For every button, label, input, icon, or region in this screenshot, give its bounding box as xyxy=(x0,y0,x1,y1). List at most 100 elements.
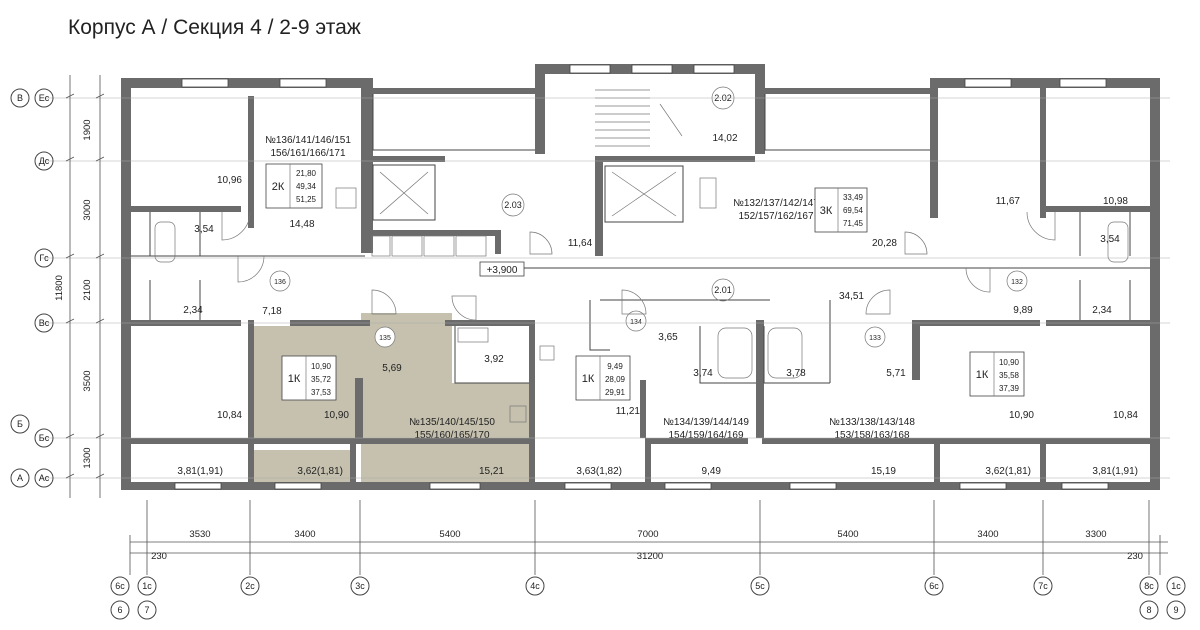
svg-text:51,25: 51,25 xyxy=(296,195,317,204)
room-tag-2-03: 2.03 xyxy=(501,193,525,217)
svg-text:2100: 2100 xyxy=(82,279,93,300)
svg-text:3,54: 3,54 xyxy=(194,224,214,235)
svg-text:3,92: 3,92 xyxy=(484,354,504,365)
highlighted-apartment-fill xyxy=(253,313,529,484)
svg-text:11,67: 11,67 xyxy=(996,196,1021,207)
svg-text:3,81(1,91): 3,81(1,91) xyxy=(1092,466,1138,477)
svg-text:10,98: 10,98 xyxy=(1103,196,1128,207)
svg-text:5,71: 5,71 xyxy=(886,368,906,379)
svg-text:1с: 1с xyxy=(142,581,152,591)
svg-text:4с: 4с xyxy=(530,581,540,591)
svg-text:7: 7 xyxy=(144,605,149,615)
level-mark: +3,900 xyxy=(479,261,525,277)
room-tag-2-01: 2.01 xyxy=(711,278,735,302)
svg-text:№133/138/143/148: №133/138/143/148 xyxy=(829,417,915,428)
svg-text:15,21: 15,21 xyxy=(479,466,504,477)
col-axis-4c: 4с xyxy=(525,576,545,596)
svg-text:1К: 1К xyxy=(288,373,301,385)
room-tag-136: 136 xyxy=(269,270,291,292)
svg-text:155/160/165/170: 155/160/165/170 xyxy=(414,430,490,441)
svg-text:3,78: 3,78 xyxy=(786,368,806,379)
svg-text:10,90: 10,90 xyxy=(311,362,332,371)
svg-text:2К: 2К xyxy=(272,181,285,193)
svg-text:9,49: 9,49 xyxy=(702,466,722,477)
svg-text:9,89: 9,89 xyxy=(1013,305,1033,316)
svg-text:5с: 5с xyxy=(755,581,765,591)
row-axis-ds: Дс xyxy=(34,151,54,171)
bottom-dimension-chain: 3530 3400 5400 7000 5400 3400 3300 31200… xyxy=(129,500,1168,575)
svg-text:5400: 5400 xyxy=(439,529,460,540)
svg-text:Гс: Гс xyxy=(39,253,49,263)
svg-text:34,51: 34,51 xyxy=(839,291,864,302)
svg-text:3,54: 3,54 xyxy=(1100,234,1120,245)
svg-text:3с: 3с xyxy=(355,581,365,591)
svg-text:Б: Б xyxy=(17,419,23,429)
svg-text:10,84: 10,84 xyxy=(1113,410,1138,421)
exterior-walls xyxy=(121,64,1160,490)
apartment-133-label: 1К 10,90 35,58 37,39 №133/138/143/148 15… xyxy=(829,351,1025,441)
svg-text:135: 135 xyxy=(379,335,391,342)
col-axis-1c-left: 1с xyxy=(137,576,157,596)
svg-text:154/159/164/169: 154/159/164/169 xyxy=(668,430,744,441)
svg-text:156/161/166/171: 156/161/166/171 xyxy=(270,148,346,159)
svg-text:21,80: 21,80 xyxy=(296,169,317,178)
svg-text:10,96: 10,96 xyxy=(217,175,242,186)
svg-text:69,54: 69,54 xyxy=(843,206,864,215)
col-axis-5c: 5с xyxy=(750,576,770,596)
svg-text:Бс: Бс xyxy=(39,433,50,443)
svg-text:А: А xyxy=(17,473,23,483)
partitions xyxy=(131,94,1150,384)
svg-text:3,62(1,81): 3,62(1,81) xyxy=(297,466,343,477)
svg-text:6с: 6с xyxy=(115,581,125,591)
svg-text:37,53: 37,53 xyxy=(311,388,332,397)
row-axis-vs: Вс xyxy=(34,313,54,333)
svg-text:35,72: 35,72 xyxy=(311,375,332,384)
svg-text:14,48: 14,48 xyxy=(289,219,314,230)
svg-text:49,34: 49,34 xyxy=(296,182,317,191)
svg-text:37,39: 37,39 xyxy=(999,384,1020,393)
row-axis-bubbles: В Ес Дс Гс Вс Б Бс А Ас xyxy=(10,88,54,488)
svg-text:7000: 7000 xyxy=(637,529,658,540)
svg-text:В: В xyxy=(17,93,23,103)
svg-text:33,49: 33,49 xyxy=(843,193,864,202)
svg-text:1с: 1с xyxy=(1171,581,1181,591)
svg-text:133: 133 xyxy=(869,335,881,342)
svg-text:3,65: 3,65 xyxy=(658,332,678,343)
room-tag-135: 135 xyxy=(374,326,396,348)
svg-text:2.01: 2.01 xyxy=(714,285,732,295)
svg-text:1К: 1К xyxy=(976,369,989,381)
svg-text:3,74: 3,74 xyxy=(693,368,713,379)
svg-text:134: 134 xyxy=(630,319,642,326)
svg-text:20,28: 20,28 xyxy=(872,238,897,249)
row-axis-a: А Ас xyxy=(10,468,54,488)
svg-text:3500: 3500 xyxy=(82,370,93,391)
room-tag-134: 134 xyxy=(625,310,647,332)
svg-text:3400: 3400 xyxy=(977,529,998,540)
svg-text:31200: 31200 xyxy=(637,551,663,562)
svg-text:11,21: 11,21 xyxy=(616,406,641,417)
col-axis-6: 6 xyxy=(110,600,130,620)
row-axis-gs: Гс xyxy=(34,248,54,268)
svg-text:8с: 8с xyxy=(1144,581,1154,591)
svg-text:1К: 1К xyxy=(582,373,595,385)
grid-lines xyxy=(40,97,1170,479)
elevator-shafts xyxy=(371,164,684,257)
svg-text:11800: 11800 xyxy=(54,275,65,301)
col-axis-7: 7 xyxy=(137,600,157,620)
svg-text:3530: 3530 xyxy=(189,529,210,540)
svg-text:5,69: 5,69 xyxy=(382,363,402,374)
col-axis-2c: 2с xyxy=(240,576,260,596)
staircase xyxy=(595,89,683,147)
svg-text:Ас: Ас xyxy=(39,473,50,483)
svg-text:№132/137/142/147: №132/137/142/147 xyxy=(733,198,819,209)
col-axis-7c: 7с xyxy=(1033,576,1053,596)
svg-text:9: 9 xyxy=(1173,605,1178,615)
windows xyxy=(174,64,1109,490)
svg-text:10,84: 10,84 xyxy=(217,410,242,421)
room-tag-133: 133 xyxy=(864,326,886,348)
svg-text:Дс: Дс xyxy=(39,156,50,166)
svg-text:6с: 6с xyxy=(929,581,939,591)
svg-text:29,91: 29,91 xyxy=(605,388,626,397)
svg-text:3000: 3000 xyxy=(82,199,93,220)
col-axis-8c: 8с xyxy=(1139,576,1159,596)
